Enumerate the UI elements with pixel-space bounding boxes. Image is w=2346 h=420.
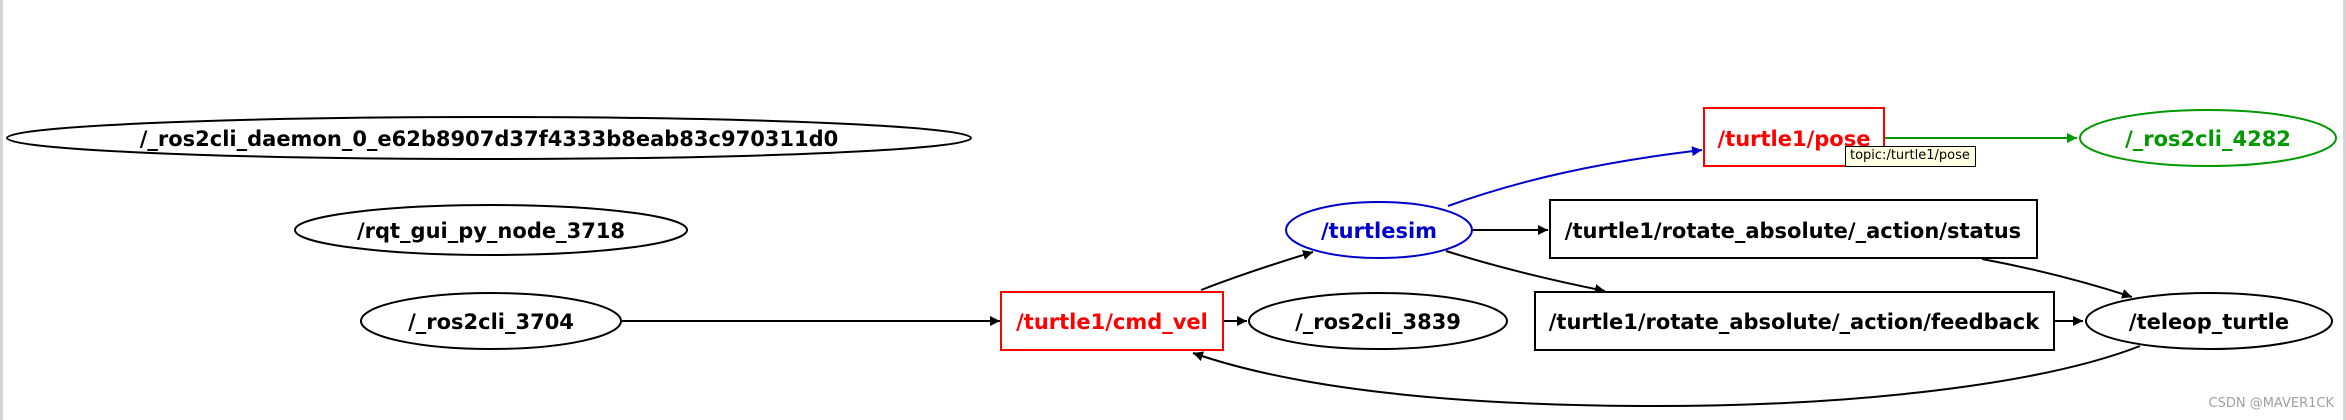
watermark: CSDN @MAVER1CK <box>2208 396 2335 411</box>
topic-pose[interactable]: /turtle1/pose <box>1703 107 1885 167</box>
edge-turtlesim-to-pose[interactable] <box>1447 146 1703 207</box>
node-ros2cli-3704[interactable]: /_ros2cli_3704 <box>360 292 622 350</box>
canvas-right-border <box>2343 0 2346 420</box>
topic-action-feedback[interactable]: /turtle1/rotate_absolute/_action/feedbac… <box>1534 291 2055 351</box>
node-label-turtlesim: /turtlesim <box>1321 219 1437 243</box>
edge-teleop-to-cmdvel[interactable] <box>1192 345 2141 408</box>
topic-action-status[interactable]: /turtle1/rotate_absolute/_action/status <box>1549 199 2038 259</box>
edges <box>622 133 2141 408</box>
node-label-teleop-turtle: /teleop_turtle <box>2129 310 2289 334</box>
topic-label-pose: /turtle1/pose <box>1718 127 1871 151</box>
node-turtlesim[interactable]: /turtlesim <box>1285 201 1473 259</box>
node-rqt-gui[interactable]: /rqt_gui_py_node_3718 <box>294 204 688 256</box>
edge-cmdvel-to-turtlesim[interactable] <box>1200 250 1314 291</box>
edge-status-to-teleop[interactable] <box>1981 258 2133 299</box>
topic-cmd-vel[interactable]: /turtle1/cmd_vel <box>1000 291 1224 351</box>
node-label-daemon: /_ros2cli_daemon_0_e62b8907d37f4333b8eab… <box>140 127 839 151</box>
canvas-left-border <box>0 0 3 420</box>
edge-turtlesim-to-feedback[interactable] <box>1445 250 1606 294</box>
node-daemon[interactable]: /_ros2cli_daemon_0_e62b8907d37f4333b8eab… <box>6 116 972 160</box>
node-label-ros2cli-4282: /_ros2cli_4282 <box>2125 127 2291 151</box>
node-label-rqt-gui: /rqt_gui_py_node_3718 <box>357 219 625 243</box>
node-ros2cli-3839[interactable]: /_ros2cli_3839 <box>1248 292 1508 350</box>
node-label-ros2cli-3839: /_ros2cli_3839 <box>1295 310 1461 334</box>
topic-label-action-feedback: /turtle1/rotate_absolute/_action/feedbac… <box>1549 310 2040 334</box>
topic-label-action-status: /turtle1/rotate_absolute/_action/status <box>1565 219 2021 243</box>
node-ros2cli-4282[interactable]: /_ros2cli_4282 <box>2079 109 2337 167</box>
topic-label-cmd-vel: /turtle1/cmd_vel <box>1016 310 1208 334</box>
node-label-ros2cli-3704: /_ros2cli_3704 <box>408 310 574 334</box>
hover-tooltip: topic:/turtle1/pose <box>1845 146 1976 167</box>
node-teleop-turtle[interactable]: /teleop_turtle <box>2085 292 2333 350</box>
